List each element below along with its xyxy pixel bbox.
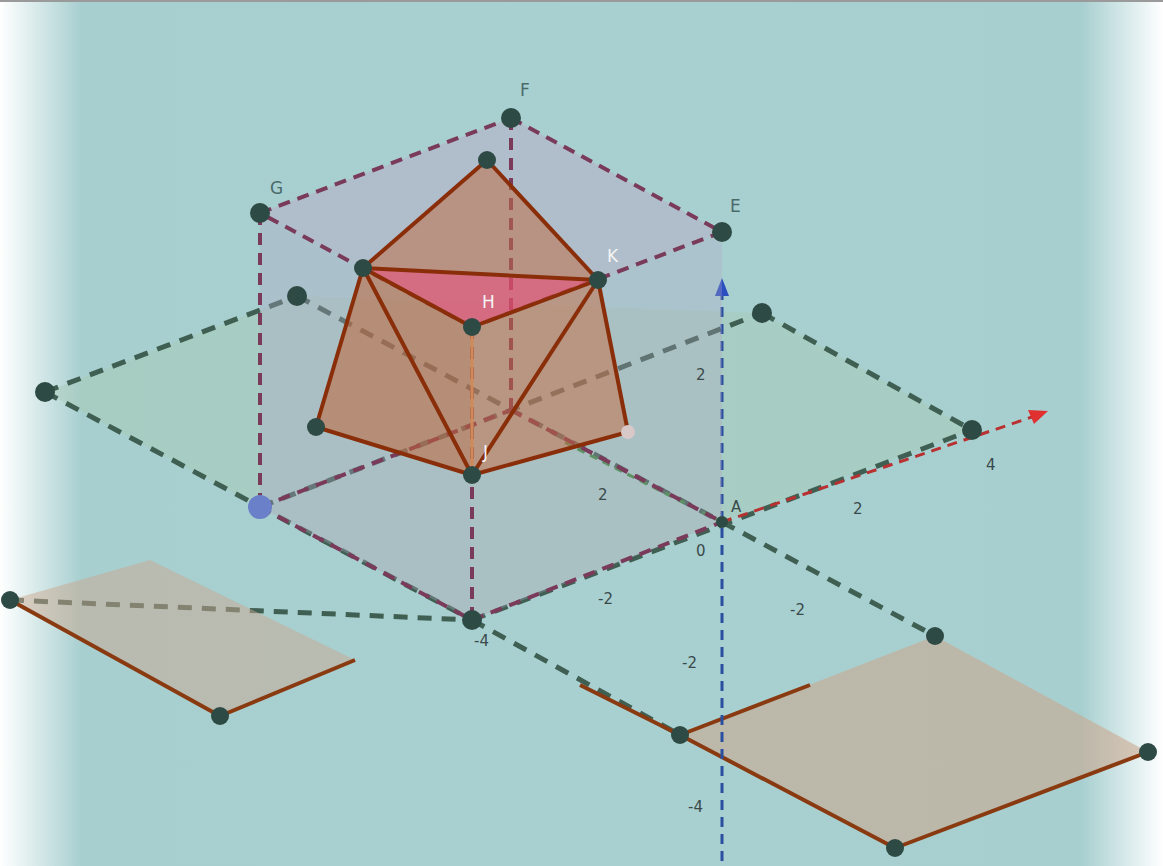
octahedron bbox=[316, 160, 628, 475]
tick-number: -4 bbox=[474, 634, 489, 649]
lower-plane bbox=[10, 560, 355, 716]
point-label: H bbox=[482, 294, 495, 311]
tick-number: -4 bbox=[688, 800, 703, 815]
plane-edge bbox=[10, 600, 1148, 848]
frame-edge bbox=[0, 0, 1163, 2]
tick-number: 2 bbox=[853, 502, 863, 517]
point-label: G bbox=[270, 180, 283, 197]
points bbox=[1, 108, 1157, 857]
axis-arrow bbox=[1028, 410, 1048, 424]
x-axis bbox=[722, 416, 1035, 522]
point-label: E bbox=[730, 198, 741, 215]
point-label: J bbox=[483, 444, 488, 461]
tick-number: -2 bbox=[682, 656, 697, 671]
tick-number: 2 bbox=[696, 368, 706, 383]
lower-plane bbox=[680, 636, 1148, 848]
tick-number: 0 bbox=[696, 544, 706, 559]
point-label: F bbox=[520, 82, 530, 99]
point-label: K bbox=[607, 248, 618, 265]
cube-edge bbox=[260, 118, 722, 620]
tick-number: -2 bbox=[790, 603, 805, 618]
axis-label: A bbox=[731, 500, 741, 515]
tick-number: -2 bbox=[598, 592, 613, 607]
tick-number: 2 bbox=[598, 488, 608, 503]
tick-number: 4 bbox=[986, 458, 996, 473]
